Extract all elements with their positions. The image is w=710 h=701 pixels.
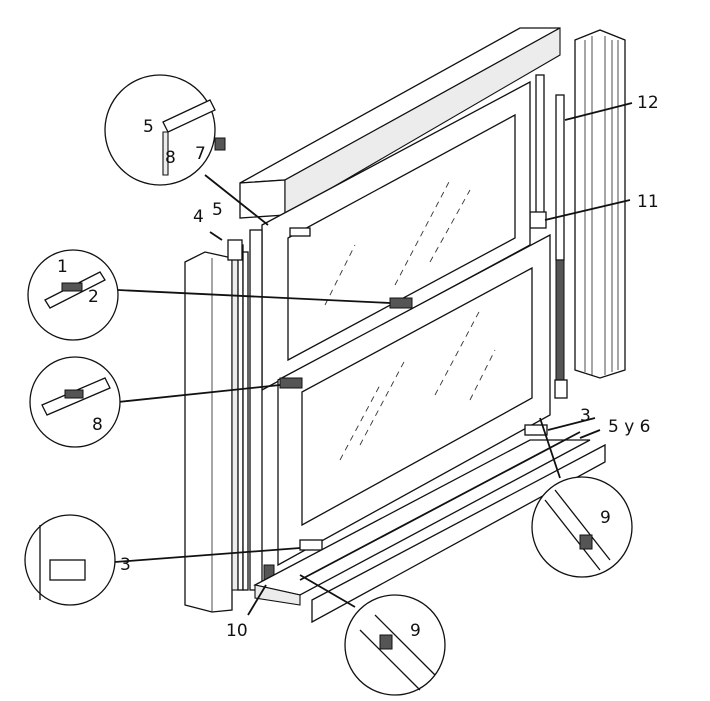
detail-circle-top: [104, 74, 226, 186]
label-5-y-6: 5 y 6: [608, 417, 651, 437]
detail-circle-3: [24, 514, 116, 606]
leader-lines: [114, 102, 633, 616]
label-detail-top-7: 7: [195, 144, 206, 164]
label-11: 11: [637, 192, 659, 212]
right-jamb-profile: [574, 29, 626, 379]
sill: [253, 431, 606, 624]
label-detail-2: 2: [88, 287, 99, 307]
balance-rod: [529, 74, 568, 399]
label-3-right: 3: [580, 406, 591, 426]
head-frame: [239, 27, 561, 219]
label-5: 5: [212, 200, 223, 220]
label-12: 12: [637, 93, 659, 113]
label-detail-9-right: 9: [600, 508, 611, 528]
detail-circle-9-right: [531, 476, 633, 578]
label-detail-9-bottom: 9: [410, 621, 421, 641]
left-jamb: [184, 229, 275, 613]
label-detail-8: 8: [92, 415, 103, 435]
label-detail-3-left: 3: [120, 555, 131, 575]
detail-circle-9-bottom: [344, 594, 446, 696]
label-10: 10: [226, 621, 248, 641]
label-detail-top-5: 5: [143, 117, 154, 137]
detail-circle-1-2: [27, 249, 119, 341]
label-detail-1: 1: [57, 257, 68, 277]
label-4: 4: [193, 207, 204, 227]
label-detail-top-8: 8: [165, 148, 176, 168]
detail-circle-8: [29, 356, 121, 448]
lower-sash: [277, 233, 551, 567]
